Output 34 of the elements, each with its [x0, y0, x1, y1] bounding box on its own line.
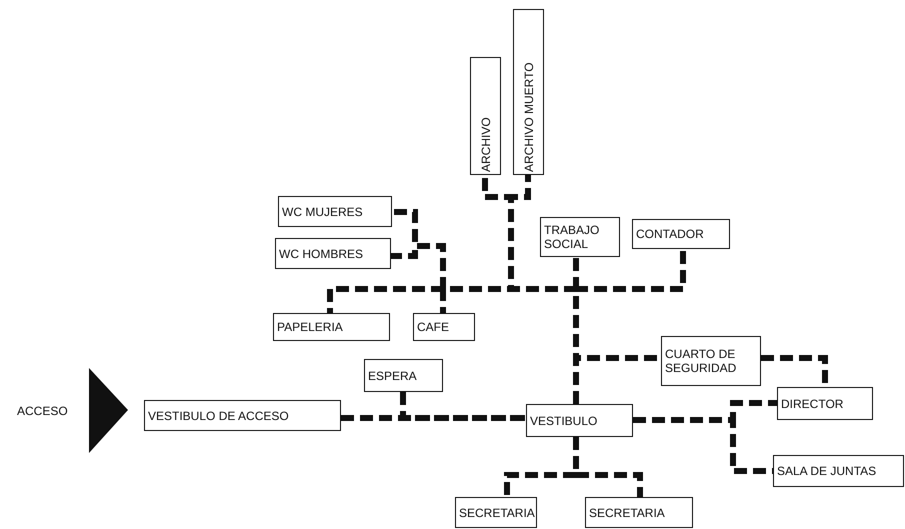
room-name: TRABAJO SOCIAL [544, 223, 600, 251]
room-box [773, 455, 904, 487]
room-box [470, 57, 501, 175]
room-box [513, 9, 544, 175]
room-box [275, 238, 391, 269]
room-box [278, 196, 392, 227]
room-box [413, 313, 475, 341]
room-box [364, 359, 443, 392]
room-box [632, 219, 730, 249]
room-box [661, 336, 761, 386]
dashed-connector [341, 415, 526, 421]
room-name: ARCHIVO [478, 117, 492, 172]
room-name: WC HOMBRES [279, 246, 363, 260]
room-box [526, 404, 633, 437]
room-name: PAPELERIA [277, 320, 343, 334]
room-box [144, 400, 341, 431]
room-name: ESPERA [368, 368, 417, 382]
room-name: CAFE [417, 320, 450, 334]
room-name: WC MUJERES [282, 204, 363, 218]
room-name: CONTADOR [636, 227, 704, 241]
room-name: SECRETARIA [589, 506, 665, 520]
room-name: VESTIBULO [530, 414, 598, 428]
room-box [777, 387, 873, 420]
room-name: ARCHIVO MUERTO [522, 62, 536, 172]
room-name: VESTIBULO DE ACCESO [148, 408, 289, 422]
room-box [540, 217, 620, 257]
entrance-label: ACCESO [17, 404, 68, 418]
room-name: CUARTO DE SEGURIDAD [665, 347, 738, 375]
room-box [455, 497, 537, 528]
room-name: SECRETARIA [459, 506, 535, 520]
room-name: DIRECTOR [781, 396, 844, 410]
room-box [273, 313, 390, 341]
room-name: SALA DE JUNTAS [777, 464, 876, 478]
room-box [585, 497, 693, 528]
